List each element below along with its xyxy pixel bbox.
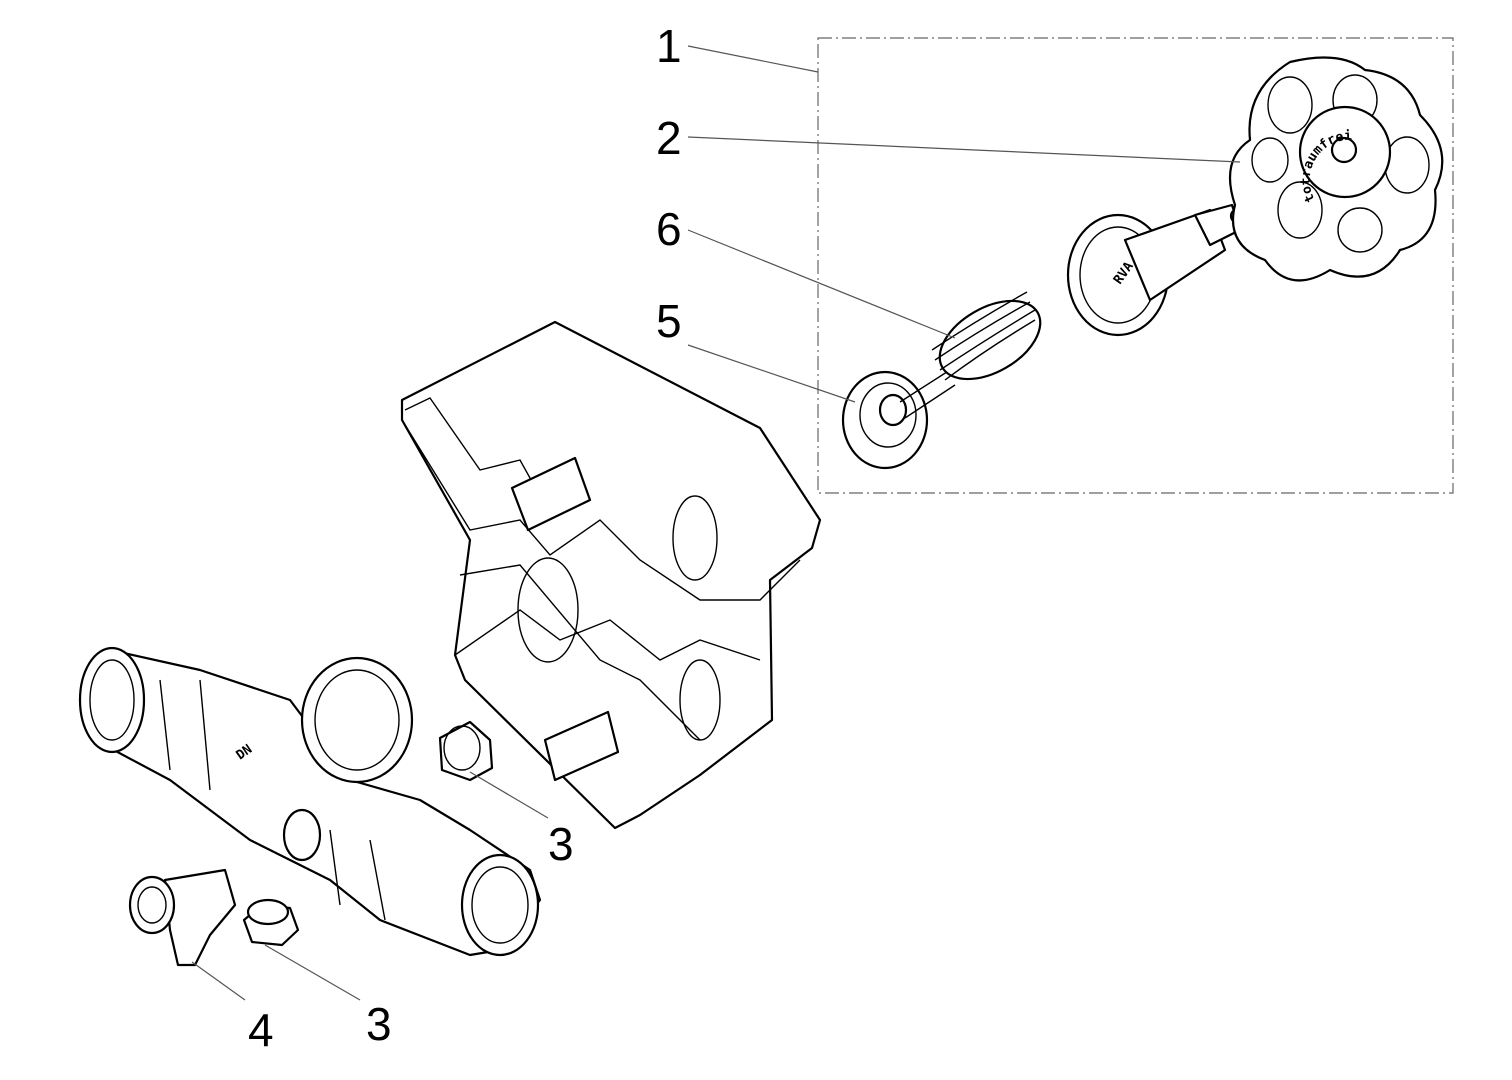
handwheel: totraumfrei	[1228, 56, 1444, 282]
insulation-shell	[400, 320, 822, 830]
spring	[931, 291, 1042, 381]
callout-2: 2	[656, 112, 682, 164]
drain-valve	[128, 868, 237, 967]
valve-body: DN	[78, 646, 542, 957]
callout-6: 6	[656, 203, 682, 255]
callout-5: 5	[656, 295, 682, 347]
callout-4: 4	[248, 1004, 274, 1056]
plug-lower	[242, 898, 300, 947]
dn-stamp: DN	[234, 742, 256, 763]
callout-3-lower: 3	[366, 998, 392, 1050]
leader-lines	[191, 45, 1241, 1001]
valve-upper-part: RVA	[1066, 203, 1247, 337]
callout-1: 1	[656, 20, 682, 72]
assembly-group-box	[817, 37, 1454, 494]
seal-disc	[841, 369, 956, 470]
plug-upper	[438, 720, 494, 782]
callout-3-upper: 3	[548, 818, 574, 870]
